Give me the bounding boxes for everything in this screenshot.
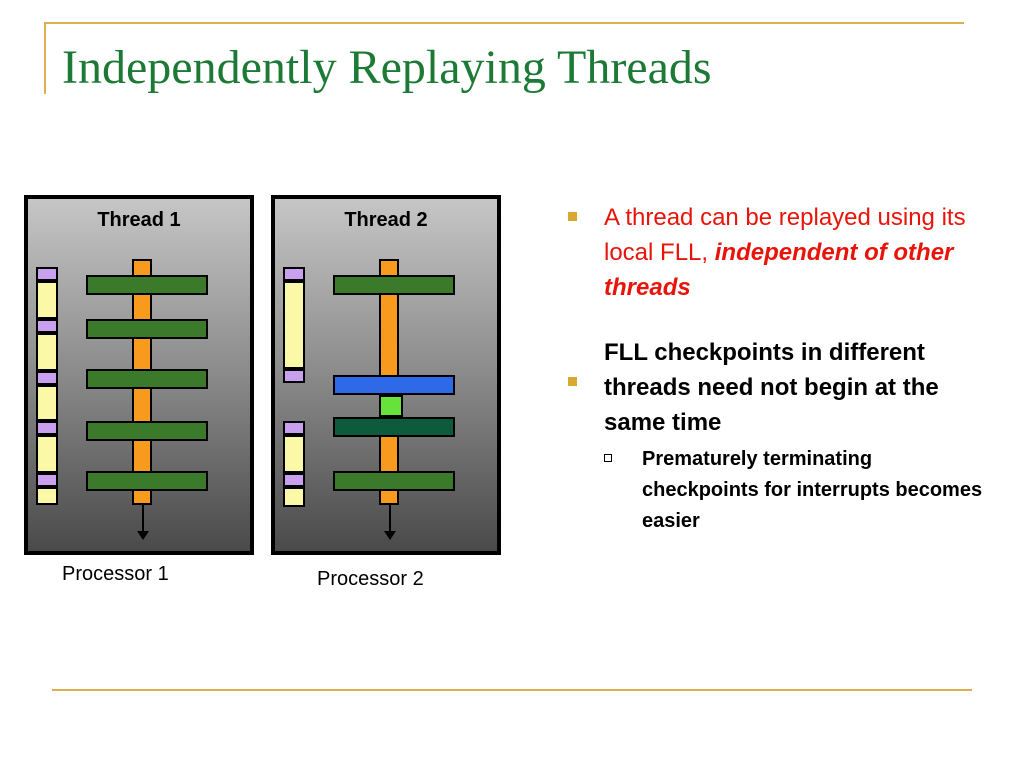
timeline-arrow (142, 505, 144, 535)
sub-bullet-text: Prematurely terminating checkpoints for … (642, 448, 983, 532)
thread-2-label: Thread 2 (344, 209, 428, 231)
bullet-text: FLL checkpoints in different threads nee… (604, 339, 939, 436)
log-marker (283, 421, 305, 435)
log-marker (36, 267, 58, 281)
thread-1-panel: Thread 1 (24, 195, 254, 555)
log-segment (283, 487, 305, 507)
bullet-item: A thread can be replayed using its local… (566, 200, 986, 305)
log-marker (283, 369, 305, 383)
log-segment (36, 435, 58, 473)
arrow-head-icon (137, 531, 149, 540)
log-marker (36, 421, 58, 435)
thread-2-panel: Thread 2 (271, 195, 501, 555)
timeline-arrow (389, 505, 391, 535)
log-marker (36, 473, 58, 487)
processor-1-label: Processor 1 (62, 563, 169, 585)
square-bullet-icon (568, 377, 577, 386)
processor-2-label: Processor 2 (317, 568, 424, 590)
hollow-square-bullet-icon (604, 454, 612, 462)
checkpoint-bar (86, 275, 208, 295)
bullet-text-emphasis: independent of other threads (604, 239, 954, 301)
bottom-accent-line (52, 689, 972, 691)
slide-title: Independently Replaying Threads (62, 41, 712, 94)
checkpoint-bar (86, 319, 208, 339)
green-region (379, 395, 403, 417)
checkpoint-bar (86, 471, 208, 491)
thread-1-label: Thread 1 (97, 209, 181, 231)
sub-bullet-item: Prematurely terminating checkpoints for … (604, 444, 986, 537)
log-segment (283, 435, 305, 473)
log-marker (36, 319, 58, 333)
log-marker (283, 473, 305, 487)
checkpoint-bar-dark (333, 417, 455, 437)
log-marker (283, 267, 305, 281)
checkpoint-bar (333, 275, 455, 295)
square-bullet-icon (568, 212, 577, 221)
log-segment (36, 487, 58, 505)
left-accent-line (44, 22, 46, 94)
bullet-text: A thread can be replayed using its local… (604, 200, 986, 305)
log-segment (36, 333, 58, 371)
log-marker (36, 371, 58, 385)
checkpoint-bar (333, 471, 455, 491)
log-segment (36, 281, 58, 319)
log-segment (283, 281, 305, 369)
bullet-list: A thread can be replayed using its local… (566, 200, 986, 537)
arrow-head-icon (384, 531, 396, 540)
bullet-item: FLL checkpoints in different threads nee… (566, 335, 986, 440)
log-segment (36, 385, 58, 421)
top-accent-line (44, 22, 964, 24)
bullet-text-plain: A thread can be replayed using its local… (604, 204, 966, 266)
checkpoint-bar (86, 369, 208, 389)
checkpoint-bar (86, 421, 208, 441)
checkpoint-bar-blue (333, 375, 455, 395)
